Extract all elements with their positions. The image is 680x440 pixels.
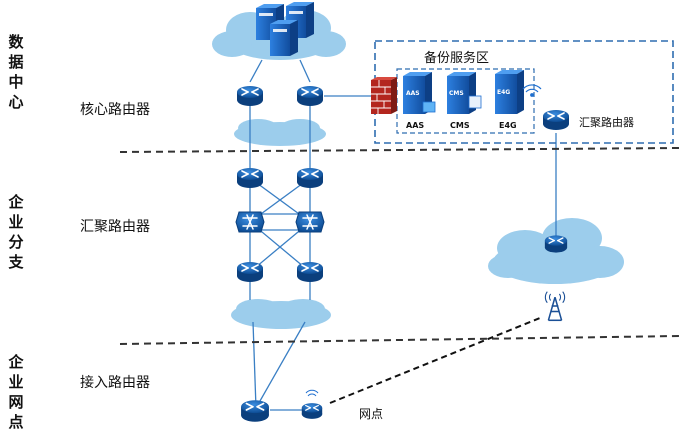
tier-label-core: 核心路由器 [80, 102, 150, 118]
firewall-icon [371, 77, 397, 114]
server-tag: E4G [497, 89, 510, 96]
outlet-label: 网点 [359, 407, 384, 421]
wireless-tower-icon [544, 290, 566, 322]
backup-router-label: 汇聚路由器 [579, 116, 634, 129]
zone-label-enterprise-outlet: 企 业 网 点 [8, 353, 24, 431]
tier-separators [119, 147, 680, 345]
backup-server-cms: CMS CMS [447, 72, 482, 130]
zone-label-data-center: 数 据 中 心 [8, 33, 24, 111]
backup-area-title: 备份服务区 [424, 51, 490, 66]
outlet-wifi-icon [305, 389, 319, 397]
server-name: E4G [499, 121, 517, 130]
aggregation-router-top-right [296, 167, 324, 189]
aggregation-switch-right [295, 211, 325, 233]
wireless-link [329, 317, 541, 404]
aggregation-router-bottom-right [296, 261, 324, 283]
datacenter-servers [256, 2, 314, 56]
tier-label-aggregation: 汇聚路由器 [80, 219, 150, 235]
aggregation-router-bottom-left [236, 261, 264, 283]
aggregation-switch-left [235, 211, 265, 233]
tier-label-access: 接入路由器 [80, 375, 150, 391]
aggregation-router-top-left [236, 167, 264, 189]
zone-label-enterprise-branch: 企 业 分 支 [8, 193, 24, 271]
server-tag: CMS [449, 90, 464, 97]
core-router-right [296, 85, 324, 107]
access-router [240, 399, 270, 423]
core-cloud [234, 119, 326, 146]
outlet-router [301, 402, 323, 420]
remote-cloud-router [544, 234, 568, 254]
backup-aggregation-router [542, 109, 570, 131]
core-router-left [236, 85, 264, 107]
backup-server-e4g: E4G E4G [495, 70, 524, 130]
server-name: CMS [450, 121, 470, 130]
server-tag: AAS [406, 90, 420, 97]
backup-server-aas: AAS AAS [403, 72, 436, 130]
aggregation-cloud [231, 299, 331, 329]
wifi-icon [522, 84, 542, 97]
server-name: AAS [406, 121, 424, 130]
